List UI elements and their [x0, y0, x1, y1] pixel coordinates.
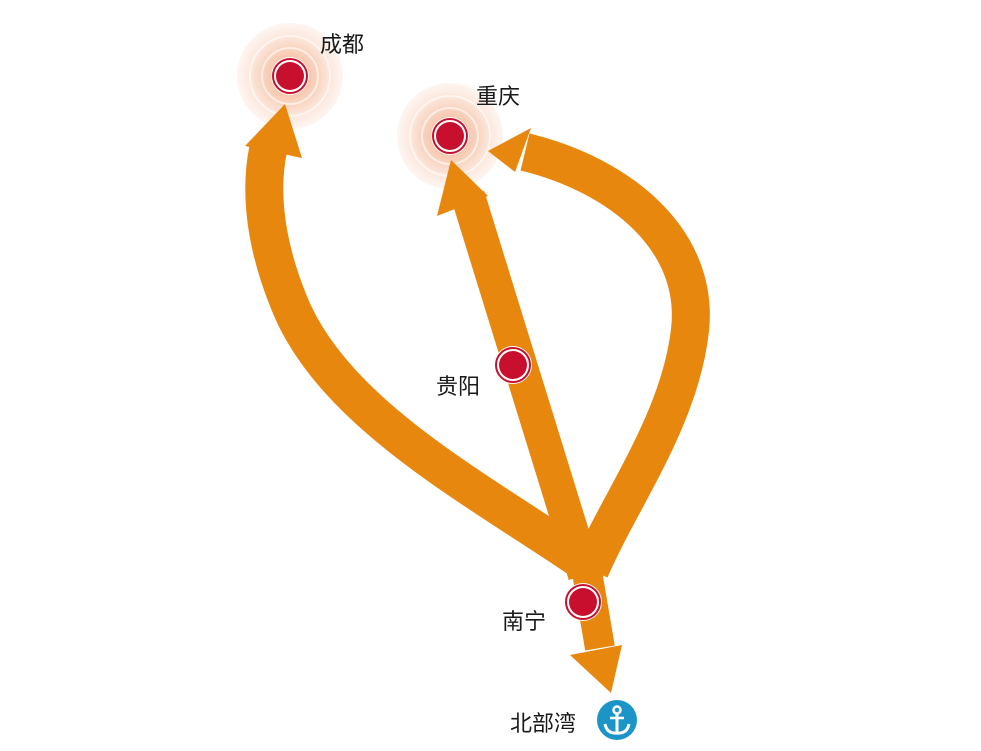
anchor-icon[interactable] [597, 700, 637, 740]
beibuwan-label: 北部湾 [510, 712, 576, 737]
route-nanning-beibuwan [570, 557, 622, 693]
chengdu-marker[interactable] [271, 57, 309, 95]
nanning-label: 南宁 [502, 610, 546, 635]
guiyang-label: 贵阳 [436, 375, 480, 400]
route-nanning-chongqing-east [488, 128, 710, 578]
nanning-marker[interactable] [564, 583, 602, 621]
route-nanning-chengdu [245, 104, 589, 574]
chongqing-marker[interactable] [431, 117, 469, 155]
chongqing-label: 重庆 [476, 85, 520, 110]
guiyang-marker[interactable] [494, 346, 532, 384]
chengdu-label: 成都 [320, 33, 364, 58]
route-nanning-guiyang-chongqing [437, 160, 602, 581]
